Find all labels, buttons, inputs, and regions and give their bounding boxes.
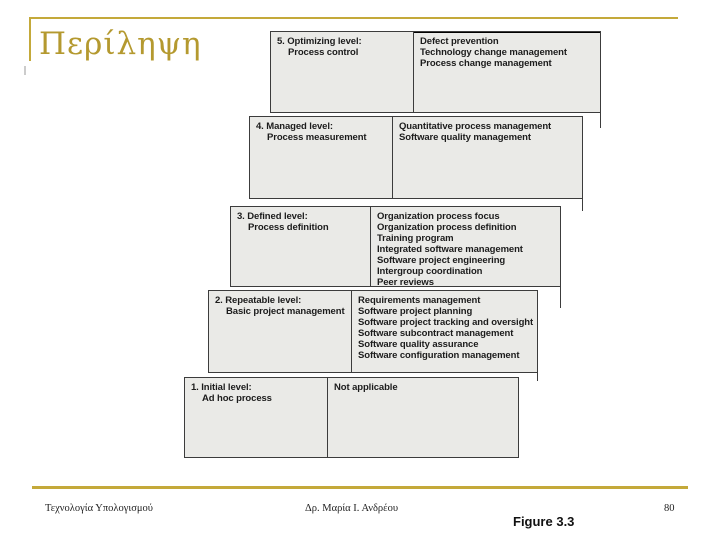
kpa-item: Software quality management bbox=[399, 132, 531, 143]
level-row-optimizing: 5. Optimizing level: Process control Def… bbox=[270, 31, 601, 113]
left-rule-shadow-tick bbox=[24, 66, 26, 75]
top-gold-rule bbox=[29, 17, 678, 19]
level-sublabel: Basic project management bbox=[226, 306, 345, 317]
kpa-item: Intergroup coordination bbox=[377, 266, 483, 277]
kpa-item: Organization process definition bbox=[377, 222, 517, 233]
kpa-item: Process change management bbox=[420, 58, 552, 69]
level-label-cell: 4. Managed level: Process measurement bbox=[250, 117, 392, 198]
kpa-item: Software quality assurance bbox=[358, 339, 479, 350]
level-label-cell: 2. Repeatable level: Basic project manag… bbox=[209, 291, 351, 372]
level-sublabel: Process definition bbox=[248, 222, 329, 233]
level-label-cell: 1. Initial level: Ad hoc process bbox=[185, 378, 327, 457]
step-edge-5 bbox=[600, 113, 601, 128]
level-label: 2. Repeatable level: bbox=[215, 295, 302, 306]
footer-author-name: Δρ. Μαρία Ι. Ανδρέου bbox=[305, 503, 399, 514]
step-edge-2 bbox=[537, 373, 538, 381]
kpa-cell: Requirements management Software project… bbox=[351, 291, 537, 372]
level-row-repeatable: 2. Repeatable level: Basic project manag… bbox=[208, 290, 538, 373]
kpa-cell: Defect prevention Technology change mana… bbox=[413, 32, 600, 112]
level-label: 4. Managed level: bbox=[256, 121, 333, 132]
level-label-cell: 3. Defined level: Process definition bbox=[231, 207, 370, 286]
level-row-defined: 3. Defined level: Process definition Org… bbox=[230, 206, 561, 288]
kpa-item: Software project engineering bbox=[377, 255, 506, 266]
kpa-item: Software subcontract management bbox=[358, 328, 514, 339]
level-label-cell: 5. Optimizing level: Process control bbox=[271, 32, 413, 112]
level-sublabel: Process measurement bbox=[267, 132, 367, 143]
kpa-cell: Quantitative process management Software… bbox=[392, 117, 582, 198]
kpa-item: Technology change management bbox=[420, 47, 567, 58]
figure-caption: Figure 3.3 bbox=[513, 514, 575, 529]
step-edge-3 bbox=[560, 287, 561, 308]
kpa-item: Software project planning bbox=[358, 306, 473, 317]
footer-course-name: Τεχνολογία Υπολογισμού bbox=[45, 503, 153, 514]
level-sublabel: Ad hoc process bbox=[202, 393, 272, 404]
bottom-gold-rule bbox=[32, 486, 688, 489]
kpa-cell: Not applicable bbox=[327, 378, 518, 457]
kpa-item: Peer reviews bbox=[377, 277, 434, 288]
level-sublabel: Process control bbox=[288, 47, 359, 58]
slide-title: Περίληψη bbox=[39, 26, 202, 62]
kpa-cell: Organization process focus Organization … bbox=[370, 207, 560, 288]
kpa-item: Software project tracking and oversight bbox=[358, 317, 534, 328]
kpa-item: Software configuration management bbox=[358, 350, 520, 361]
kpa-item: Organization process focus bbox=[377, 211, 500, 222]
kpa-item: Requirements management bbox=[358, 295, 481, 306]
level-label: 3. Defined level: bbox=[237, 211, 308, 222]
kpa-item: Training program bbox=[377, 233, 454, 244]
level-label: 1. Initial level: bbox=[191, 382, 252, 393]
step-edge-4 bbox=[582, 199, 583, 211]
kpa-item: Not applicable bbox=[334, 382, 398, 393]
title-left-gold-rule bbox=[29, 17, 31, 61]
level-row-initial: 1. Initial level: Ad hoc process Not app… bbox=[184, 377, 519, 458]
kpa-item: Quantitative process management bbox=[399, 121, 552, 132]
kpa-item: Defect prevention bbox=[420, 36, 499, 47]
kpa-item: Integrated software management bbox=[377, 244, 523, 255]
page-number: 80 bbox=[664, 503, 675, 514]
level-row-managed: 4. Managed level: Process measurement Qu… bbox=[249, 116, 583, 199]
level-label: 5. Optimizing level: bbox=[277, 36, 362, 47]
